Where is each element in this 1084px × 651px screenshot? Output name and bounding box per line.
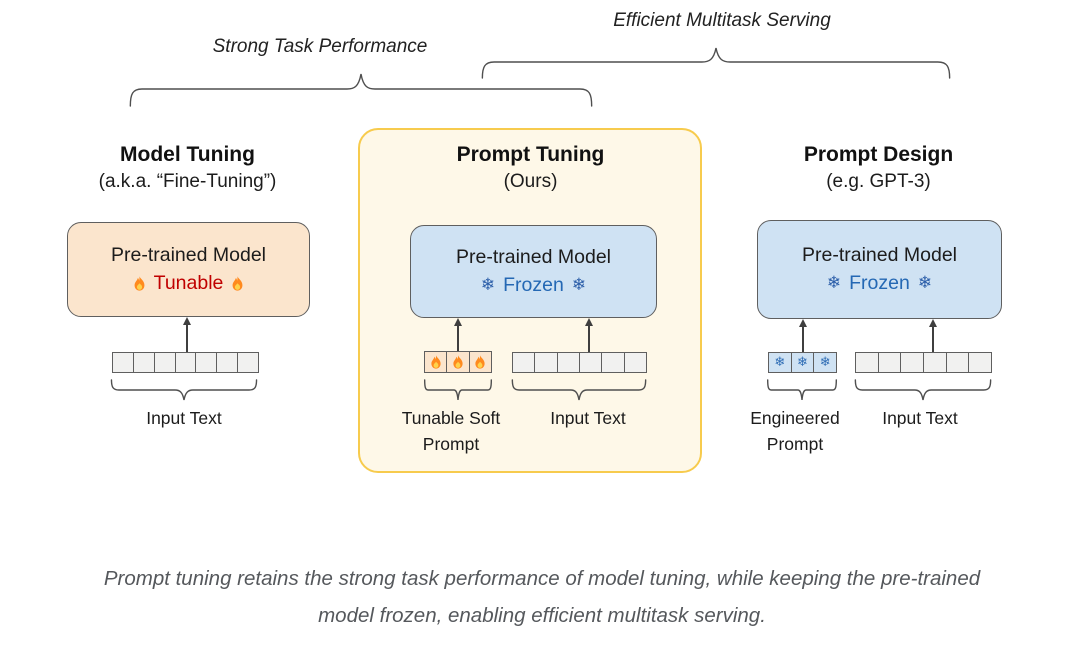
prompt-design-header: Prompt Design (e.g. GPT-3) — [757, 142, 1000, 194]
frozen-state: ❄ Frozen ❄ — [827, 272, 932, 295]
prompt-design-subtitle: (e.g. GPT-3) — [826, 171, 931, 192]
model-tuning-pretrained-box: Pre-trained Model Tunable — [67, 222, 310, 317]
token-cell — [578, 352, 603, 373]
token-cell — [900, 352, 925, 373]
snowflake-icon: ❄ — [571, 275, 587, 295]
frozen-label: Frozen — [503, 274, 564, 296]
fire-icon — [453, 355, 463, 369]
label-strong-task-performance: Strong Task Performance — [212, 36, 428, 57]
snowflake-icon: ❄ — [797, 355, 808, 370]
token-cell: ❄ — [768, 352, 792, 373]
token-cell — [556, 352, 580, 373]
frozen-state: ❄ Frozen ❄ — [481, 274, 586, 297]
token-cell — [923, 352, 947, 373]
input-text-label: Input Text — [146, 408, 222, 428]
token-cell: ❄ — [790, 352, 815, 373]
token-cell — [112, 352, 134, 373]
token-cell — [424, 351, 448, 373]
token-cell — [237, 352, 260, 373]
engineered-line: Engineered — [750, 408, 840, 428]
snowflake-icon: ❄ — [774, 355, 786, 370]
token-cell — [512, 352, 536, 373]
prompt-design-input-tokens — [855, 352, 993, 373]
prompt-tuning-input-tokens — [512, 352, 647, 373]
prompt-line: Prompt — [422, 434, 480, 454]
snowflake-icon: ❄ — [819, 355, 831, 370]
snowflake-icon: ❄ — [480, 275, 496, 295]
prompt-design-title: Prompt Design — [803, 143, 954, 166]
tunable-state: Tunable — [133, 272, 245, 295]
input-text-label: Input Text — [882, 408, 958, 428]
prompt-tuning-subtitle: (Ours) — [503, 171, 558, 192]
model-tuning-input-tokens — [112, 352, 260, 373]
brace-input-text — [110, 379, 258, 401]
brace-strong-task-performance — [128, 72, 594, 108]
engineered-prompt-tokens: ❄ ❄ ❄ — [768, 352, 838, 373]
token-cell — [195, 352, 218, 373]
fire-icon — [431, 355, 441, 369]
prompt-tuning-pretrained-box: Pre-trained Model ❄ Frozen ❄ — [410, 225, 657, 318]
brace-efficient-multitask-serving — [480, 46, 952, 80]
token-cell — [446, 351, 470, 373]
snowflake-icon: ❄ — [826, 273, 842, 293]
prompt-tuning-title: Prompt Tuning — [456, 143, 605, 166]
token-cell — [216, 352, 239, 373]
token-cell — [534, 352, 558, 373]
fire-icon — [232, 276, 243, 291]
brace-input-text — [854, 379, 992, 401]
tunable-soft-prompt-label: Tunable Soft Prompt — [361, 405, 541, 457]
pretrained-model-label: Pre-trained Model — [802, 244, 957, 266]
token-cell: ❄ — [813, 352, 838, 373]
token-cell — [174, 352, 197, 373]
token-cell — [623, 352, 647, 373]
prompt-tuning-header: Prompt Tuning (Ours) — [408, 142, 653, 194]
pretrained-model-label: Pre-trained Model — [456, 246, 611, 268]
brace-input-text — [511, 379, 647, 401]
fire-icon — [134, 276, 145, 291]
token-cell — [855, 352, 879, 373]
input-text-label: Input Text — [550, 408, 626, 428]
frozen-label: Frozen — [849, 272, 910, 294]
token-cell — [132, 352, 155, 373]
label-efficient-multitask-serving: Efficient Multitask Serving — [613, 10, 831, 31]
caption-line-2: model frozen, enabling efficient multita… — [318, 604, 766, 627]
fire-icon — [475, 355, 485, 369]
engineered-prompt-label: Engineered Prompt — [705, 405, 885, 457]
tunable-soft-line: Tunable Soft — [401, 408, 501, 428]
token-cell — [877, 352, 902, 373]
model-tuning-title: Model Tuning — [120, 143, 255, 166]
pretrained-model-label: Pre-trained Model — [111, 244, 266, 266]
prompt-line: Prompt — [766, 434, 824, 454]
model-tuning-subtitle: (a.k.a. “Fine-Tuning”) — [98, 171, 277, 192]
token-cell — [468, 351, 492, 373]
tunable-soft-prompt-tokens — [424, 351, 492, 373]
brace-engineered-prompt — [767, 379, 837, 401]
token-cell — [153, 352, 176, 373]
figure-caption: Prompt tuning retains the strong task pe… — [0, 560, 1084, 634]
token-cell — [945, 352, 970, 373]
prompt-design-pretrained-box: Pre-trained Model ❄ Frozen ❄ — [757, 220, 1002, 319]
token-cell — [968, 352, 993, 373]
tunable-label: Tunable — [153, 272, 224, 294]
caption-line-1: Prompt tuning retains the strong task pe… — [103, 567, 981, 590]
token-cell — [601, 352, 625, 373]
brace-tunable-soft-prompt — [424, 379, 492, 401]
model-tuning-header: Model Tuning (a.k.a. “Fine-Tuning”) — [67, 142, 308, 194]
snowflake-icon: ❄ — [917, 273, 933, 293]
